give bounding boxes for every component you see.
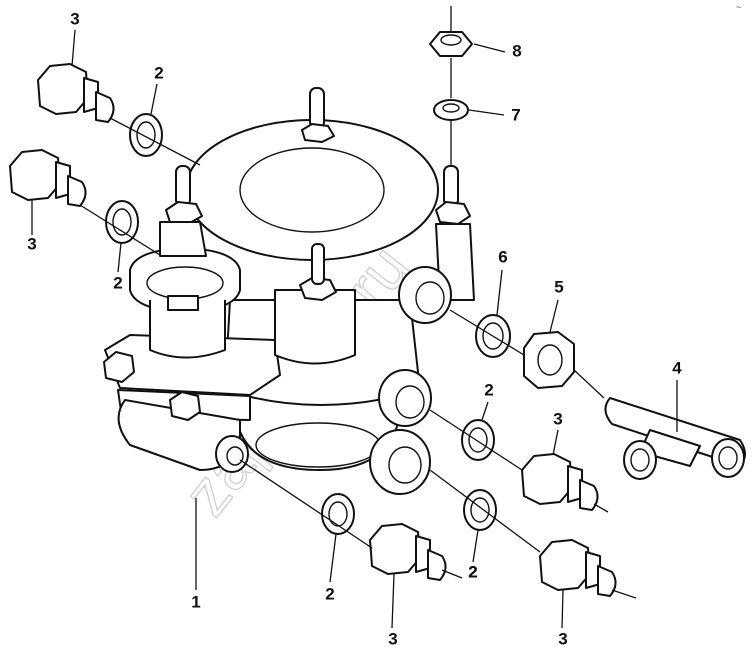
tee-fitting-4 [604,397,746,480]
washer-right-1 [461,419,495,461]
callout-2-left: 2 [113,273,122,292]
fitting-top-left-1 [37,63,115,123]
washer-bottom-left [321,493,355,535]
callout-3-left: 3 [27,234,36,253]
nut-8 [429,6,473,57]
washer-top-1 [129,113,163,157]
callout-2-right-upper: 2 [484,380,493,399]
callout-labels: 3 2 3 2 8 7 6 5 4 2 3 2 2 1 2 3 3 [27,9,682,648]
callout-4: 4 [672,358,682,377]
callout-2-bottom: 2 [325,584,334,603]
washer-right-2 [463,489,497,531]
fitting-bottom-right [539,539,617,597]
washer-top-2 [105,200,139,244]
valve-body [103,87,475,495]
callout-3-bottom-center: 3 [388,629,397,648]
fitting-bottom-center [369,523,447,581]
callout-2-top-left: 2 [154,63,163,82]
callout-1: 1 [191,592,200,611]
callout-5: 5 [554,277,563,296]
callout-6: 6 [498,247,507,266]
callout-7: 7 [511,105,520,124]
corner-mark: ~ [736,2,741,12]
fitting-top-left-2 [9,149,87,207]
callout-3-right: 3 [553,409,562,428]
callout-2-right-lower: 2 [468,562,477,581]
callout-3-top-left: 3 [70,9,79,28]
spring-washer-7 [433,99,469,121]
callout-8: 8 [512,41,521,60]
callout-leaders [31,29,678,629]
assembly-axes [79,58,637,599]
callout-2-bottom-right: 2 [468,562,477,581]
fitting-right-1 [521,453,599,511]
nut-5 [523,331,575,389]
callout-3-bottom-right: 3 [558,629,567,648]
